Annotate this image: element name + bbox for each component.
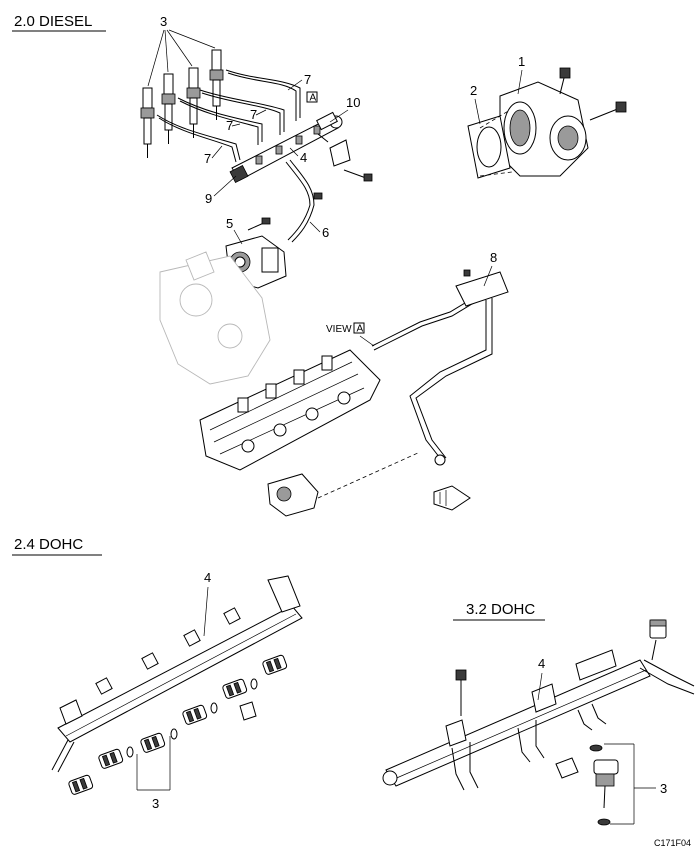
rail-bracket bbox=[317, 133, 373, 182]
pump-installed bbox=[267, 473, 319, 517]
svg-text:2.4 DOHC: 2.4 DOHC bbox=[14, 536, 83, 553]
dohc24-injector bbox=[182, 704, 208, 725]
dohc24-injector bbox=[262, 654, 288, 675]
dohc24-clip bbox=[239, 701, 257, 721]
section-title-diesel: 2.0 DIESEL bbox=[12, 13, 106, 32]
dohc32-fuel-rail bbox=[382, 649, 695, 787]
svg-text:3: 3 bbox=[160, 14, 167, 29]
dohc32-injector bbox=[555, 744, 619, 826]
callout-diesel-7a: 7 bbox=[304, 72, 311, 87]
callout-diesel-5: 5 bbox=[226, 216, 233, 231]
callout-throttle-1: 1 bbox=[518, 54, 525, 69]
cylinder-head bbox=[199, 349, 381, 471]
callout-gasket-2: 2 bbox=[470, 83, 477, 98]
callout-diesel-8: 8 bbox=[490, 250, 497, 265]
figure-id: C171F04 bbox=[654, 838, 691, 848]
diesel-injectors bbox=[140, 49, 224, 158]
view-a-marker-rail: A bbox=[306, 91, 318, 104]
high-pressure-pipes bbox=[156, 69, 301, 163]
pump-feed-pipe bbox=[285, 159, 323, 243]
throttle-body bbox=[499, 67, 627, 177]
callout-dohc32-4: 4 bbox=[538, 656, 545, 671]
svg-text:3: 3 bbox=[660, 781, 667, 796]
diesel-injector bbox=[186, 67, 201, 138]
dohc24-injector bbox=[140, 732, 166, 753]
engine-block-ghost bbox=[159, 251, 271, 385]
svg-text:A: A bbox=[357, 324, 364, 335]
callout-diesel-3: 3 bbox=[147, 14, 216, 87]
front-direction-arrow bbox=[433, 485, 471, 511]
callout-dohc32-3: 3 bbox=[604, 743, 667, 825]
diesel-injector bbox=[140, 87, 155, 158]
callout-diesel-6: 6 bbox=[322, 225, 329, 240]
diesel-injector bbox=[161, 73, 176, 144]
pressure-sensor bbox=[316, 111, 338, 131]
callout-diesel-4: 4 bbox=[300, 150, 307, 165]
section-title-dohc32: 3.2 DOHC bbox=[453, 601, 545, 621]
dohc32-bolt bbox=[455, 669, 467, 716]
dohc24-injector bbox=[98, 748, 124, 769]
svg-text:VIEW: VIEW bbox=[326, 324, 352, 335]
callout-dohc24-4: 4 bbox=[204, 570, 211, 585]
callout-diesel-10: 10 bbox=[346, 95, 360, 110]
dohc24-injector bbox=[222, 678, 248, 699]
dohc32-injector-ports bbox=[451, 703, 607, 791]
svg-text:2.0 DIESEL: 2.0 DIESEL bbox=[14, 13, 92, 30]
dohc24-injector bbox=[68, 774, 94, 795]
dohc24-fuel-rail bbox=[51, 575, 303, 773]
callout-diesel-7b: 7 bbox=[250, 107, 257, 122]
common-rail bbox=[229, 115, 343, 184]
svg-text:3: 3 bbox=[152, 796, 159, 811]
section-title-dohc24: 2.4 DOHC bbox=[12, 536, 102, 556]
dohc24-injectors bbox=[68, 654, 288, 795]
diesel-injector bbox=[209, 49, 224, 120]
callout-diesel-7d: 7 bbox=[204, 151, 211, 166]
fuel-return-line bbox=[371, 269, 509, 466]
view-a-label: VIEW A bbox=[326, 322, 375, 347]
callout-diesel-7c: 7 bbox=[226, 118, 233, 133]
svg-text:A: A bbox=[310, 93, 317, 104]
callout-diesel-9: 9 bbox=[205, 191, 212, 206]
dohc24-o-rings bbox=[126, 678, 258, 758]
callout-dohc24-3: 3 bbox=[136, 736, 171, 811]
throttle-gasket bbox=[467, 115, 511, 179]
dohc32-cap bbox=[649, 619, 667, 661]
svg-text:3.2 DOHC: 3.2 DOHC bbox=[466, 601, 535, 618]
